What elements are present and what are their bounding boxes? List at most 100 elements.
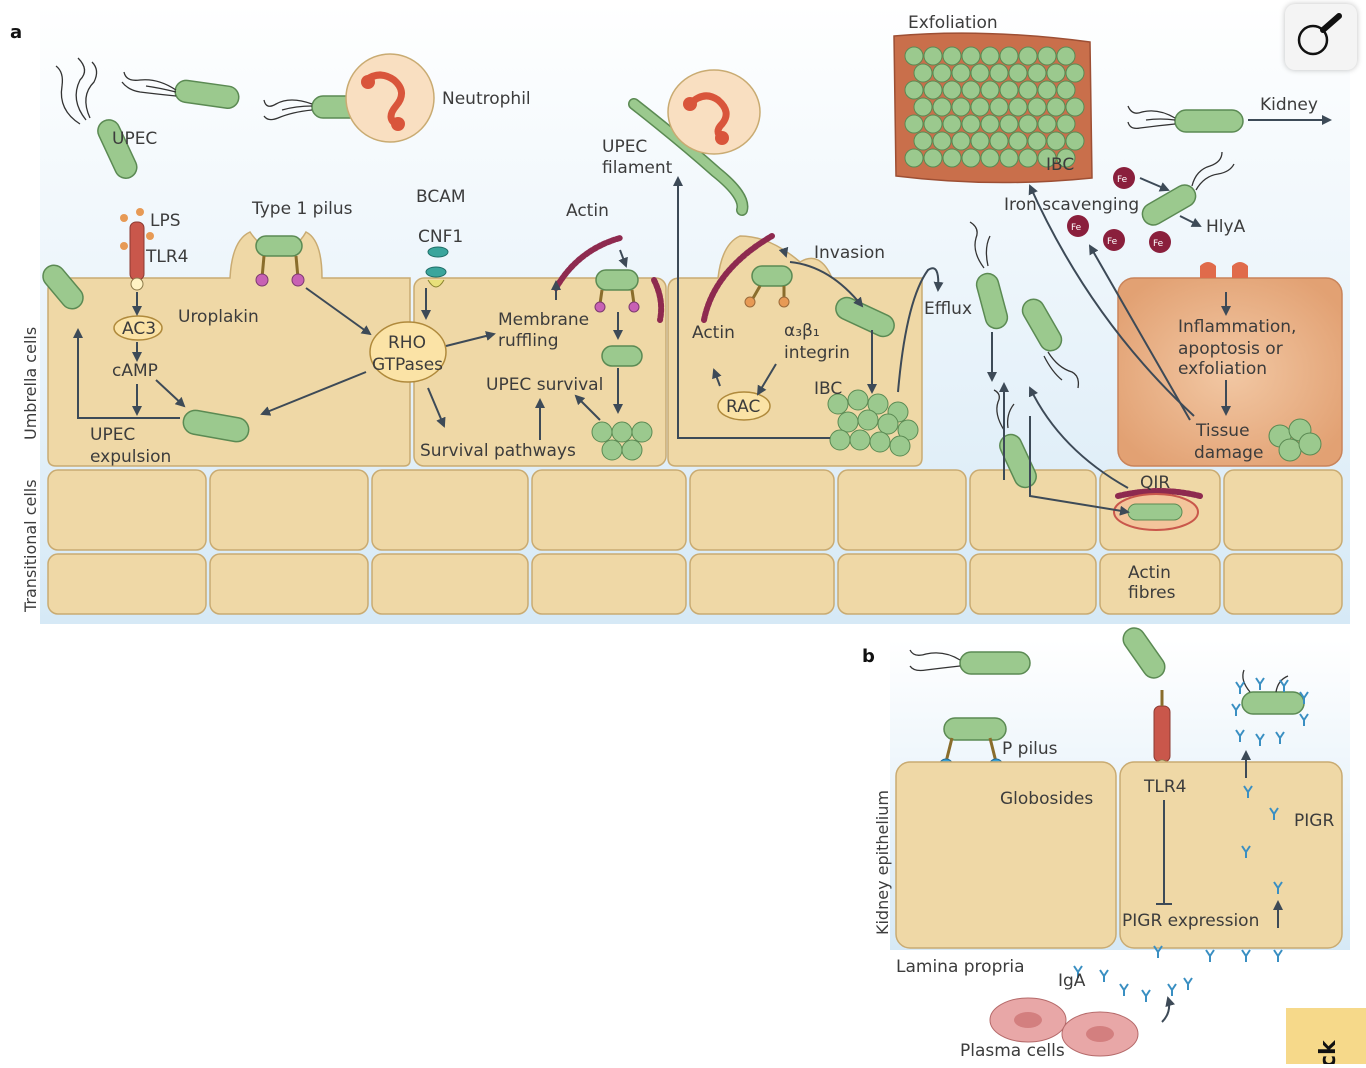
label-pigr: PIGR (1294, 811, 1334, 831)
label-ac3: AC3 (122, 319, 156, 339)
ibc-coccus (932, 63, 952, 83)
ibc-coccus (942, 114, 962, 134)
ibc-coccus (980, 80, 1000, 100)
label-iron-scavenging: Iron scavenging (1004, 195, 1139, 215)
label-rho-2: GTPases (372, 355, 443, 375)
kidney-cells (895, 761, 1343, 949)
bacterium-iron (1141, 184, 1197, 226)
ibc-coccus (980, 114, 1000, 134)
tlr4-receptor-b (1153, 705, 1171, 763)
iga-antibodies (1073, 677, 1309, 1002)
ibc-coccus (1037, 80, 1057, 100)
label-pigr-expression: PIGR expression (1122, 911, 1259, 931)
ibc-coccus (904, 80, 924, 100)
ibc-coccus (999, 80, 1019, 100)
ibc-coccus (1037, 114, 1057, 134)
label-integrin-1: α₃β₁ (784, 321, 820, 341)
ibc-coccus (980, 148, 1000, 168)
label-integrin-2: integrin (784, 343, 850, 363)
ibc-coccus (932, 131, 952, 151)
magnifier-icon (1297, 13, 1342, 56)
ibc-coccus (904, 46, 924, 66)
fe-label-2: Fe (1071, 223, 1082, 233)
label-tlr4: TLR4 (145, 247, 188, 267)
label-membrane-1: Membrane (498, 310, 589, 330)
bacterium-expelled (182, 409, 250, 443)
ibc-coccus (951, 131, 971, 151)
label-actin-fibres-2: fibres (1128, 583, 1176, 603)
actin-filaments (553, 233, 1203, 499)
plasma-cells (989, 997, 1139, 1057)
signal-nodes (113, 315, 771, 421)
upec-bacteria (42, 79, 1305, 741)
exfoliated-ibc (893, 32, 1093, 184)
ibc-coccus (970, 97, 990, 117)
label-tissue-1: Tissue (1195, 421, 1250, 441)
ibc-coccus (942, 148, 962, 168)
label-upec: UPEC (112, 129, 157, 149)
ibc-coccus (961, 114, 981, 134)
ibc-coccus (913, 63, 933, 83)
ibc-coccus (999, 46, 1019, 66)
label-rho-1: RHO (388, 333, 426, 353)
ibc-coccus (1065, 131, 1085, 151)
ibc-coccus (951, 97, 971, 117)
neutrophil-2 (667, 69, 761, 155)
ibc-coccus (1046, 131, 1066, 151)
label-ibc-mid: IBC (814, 379, 842, 399)
bacterium-1 (97, 119, 138, 179)
ibc-coccus (980, 46, 1000, 66)
ibc-coccus (923, 46, 943, 66)
label-upec-filament-2: filament (602, 158, 673, 178)
label-upec-survival: UPEC survival (486, 375, 603, 395)
ibc-coccus (989, 63, 1009, 83)
label-qir: QIR (1140, 473, 1170, 493)
fe-label-3: Fe (1107, 237, 1118, 247)
ibc-coccus (989, 131, 1009, 151)
label-ibc-top: IBC (1046, 155, 1074, 175)
label-actin-2: Actin (692, 323, 735, 343)
label-expulsion-2: expulsion (90, 447, 171, 467)
label-exfoliation: Exfoliation (908, 13, 998, 33)
ibc-coccus (961, 80, 981, 100)
zoom-button[interactable] (1285, 4, 1357, 70)
ibc-coccus (1018, 148, 1038, 168)
bacterium-efflux-2 (1021, 298, 1063, 352)
ibc-coccus (951, 63, 971, 83)
feedback-label: ck (1316, 1040, 1341, 1064)
label-kidney: Kidney (1260, 95, 1318, 115)
kidney-epithelium-label: Kidney epithelium (873, 790, 892, 935)
label-survival-pathways: Survival pathways (420, 441, 576, 461)
label-efflux: Efflux (924, 299, 972, 319)
ibc-coccus (999, 114, 1019, 134)
iron-ions (1067, 167, 1171, 253)
ibc-coccus (1008, 131, 1028, 151)
rho-gtpases-node (369, 321, 447, 383)
label-actin: Actin (566, 201, 609, 221)
ibc-coccus (970, 63, 990, 83)
receptors (120, 208, 1248, 774)
ibc-coccus (1056, 46, 1076, 66)
bacterium-b3 (1122, 627, 1166, 679)
ac3-node (113, 315, 163, 341)
label-camp: cAMP (112, 361, 158, 381)
arrows (73, 115, 1332, 1023)
transitional-cell-layer (47, 469, 1343, 615)
ibc-coccus (1037, 46, 1057, 66)
ibc-coccus (923, 114, 943, 134)
ibc-coccus (913, 97, 933, 117)
ibc-coccus (904, 148, 924, 168)
ibc-coccus (1056, 80, 1076, 100)
feedback-tab[interactable]: ck (1286, 1008, 1366, 1064)
label-tlr4-b: TLR4 (1143, 777, 1186, 797)
ibc-coccus (1065, 97, 1085, 117)
label-inflammation-2: apoptosis or (1178, 339, 1283, 359)
bacterium-b4 (1241, 691, 1305, 715)
ibc-coccus (932, 97, 952, 117)
ibc-coccus (1008, 97, 1028, 117)
ibc-coccus (923, 80, 943, 100)
ibc-coccus (961, 148, 981, 168)
ibc-coccus (923, 148, 943, 168)
panel-a-label: a (10, 22, 22, 43)
bacterium-efflux (975, 272, 1009, 330)
